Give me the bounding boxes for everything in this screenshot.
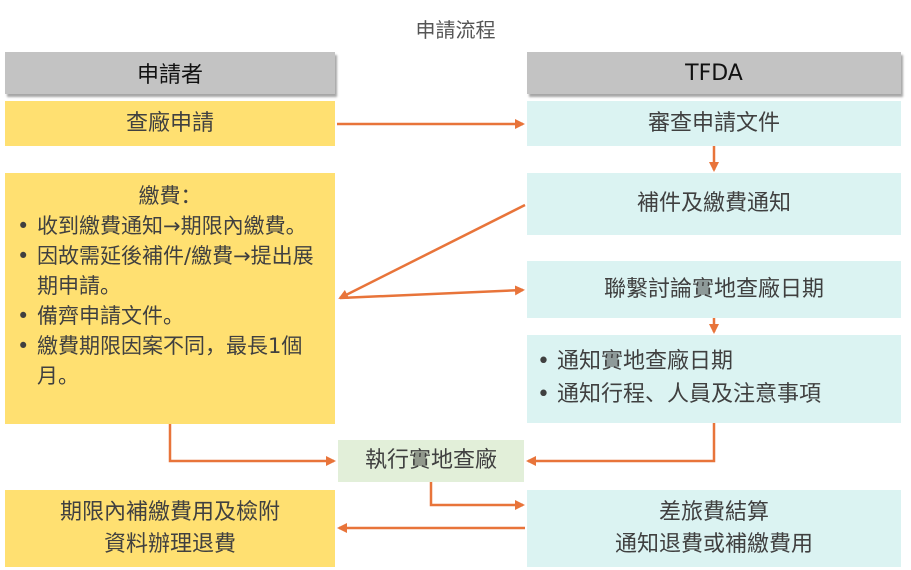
notice-item: 通知行程、人員及注意事項 bbox=[531, 378, 897, 411]
fee-heading: 繳費： bbox=[138, 184, 202, 208]
inspection-request-label: 查廠申請 bbox=[125, 110, 214, 136]
notice-item: 通知實地查廠日期 bbox=[531, 345, 897, 378]
review-label: 審查申請文件 bbox=[647, 110, 780, 136]
notices-list: 通知實地查廠日期 通知行程、人員及注意事項 bbox=[531, 345, 897, 411]
refund-box: 期限內補繳費用及檢附 資料辦理退費 bbox=[5, 490, 335, 567]
inspection-request-box: 查廠申請 bbox=[5, 101, 335, 146]
notices-box: 通知實地查廠日期 通知行程、人員及注意事項 bbox=[527, 335, 901, 423]
fee-item: 繳費期限因案不同，最長1個月。 bbox=[11, 331, 329, 391]
contact-label: 聯繫討論實地查廠日期 bbox=[603, 276, 824, 302]
fee-item: 因故需延後補件/繳費→提出展期申請。 bbox=[11, 241, 329, 301]
supplement-notice-label: 補件及繳費通知 bbox=[636, 191, 791, 216]
arrow-notice-to-fee bbox=[338, 203, 526, 300]
applicant-header: 申請者 bbox=[5, 52, 335, 94]
settlement-box: 差旅費結算 通知退費或補繳費用 bbox=[527, 490, 901, 567]
fee-list: 收到繳費通知→期限內繳費。 因故需延後補件/繳費→提出展期申請。 備齊申請文件。… bbox=[11, 211, 329, 391]
settlement-line: 差旅費結算 bbox=[658, 499, 769, 525]
applicant-header-label: 申請者 bbox=[136, 63, 203, 88]
contact-box: 聯繫討論實地查廠日期 bbox=[527, 261, 901, 318]
arrow-notices-to-execute bbox=[526, 423, 716, 466]
refund-line: 資料辦理退費 bbox=[103, 531, 236, 557]
tfda-header: TFDA bbox=[527, 52, 901, 94]
arrow-execute-to-settlement bbox=[429, 482, 525, 510]
arrow-fee-to-contact bbox=[339, 285, 525, 300]
arrow-fee-to-execute bbox=[168, 424, 336, 466]
supplement-notice-box: 補件及繳費通知 bbox=[527, 173, 901, 235]
page-title: 申請流程 bbox=[415, 18, 496, 42]
refund-line: 期限內補繳費用及檢附 bbox=[59, 499, 280, 525]
execute-label: 執行實地查廠 bbox=[364, 448, 497, 473]
fee-item: 備齊申請文件。 bbox=[11, 301, 329, 331]
fee-box: 繳費： 收到繳費通知→期限內繳費。 因故需延後補件/繳費→提出展期申請。 備齊申… bbox=[5, 173, 335, 424]
settlement-line: 通知退費或補繳費用 bbox=[614, 531, 813, 557]
tfda-header-label: TFDA bbox=[685, 60, 743, 86]
execute-box: 執行實地查廠 bbox=[338, 440, 524, 482]
fee-item: 收到繳費通知→期限內繳費。 bbox=[11, 211, 329, 241]
review-box: 審查申請文件 bbox=[527, 101, 901, 146]
